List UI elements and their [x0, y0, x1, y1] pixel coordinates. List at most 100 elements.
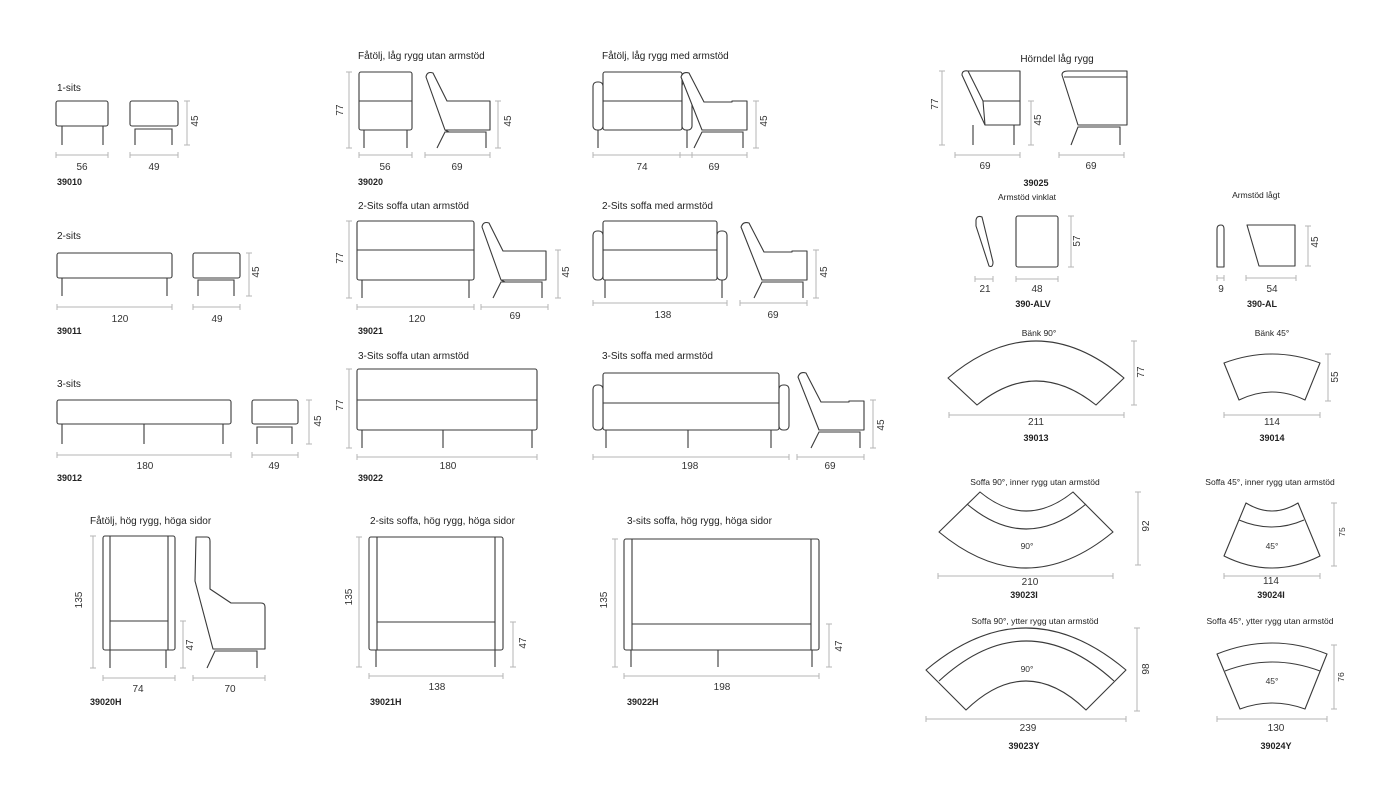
base-frame: [197, 279, 235, 296]
dim-width: 239: [1020, 723, 1037, 734]
dimension-line: [346, 220, 352, 299]
dimension-line: [102, 675, 176, 681]
dimension-line: [954, 152, 1021, 158]
product-code: 390-AL: [1247, 299, 1278, 309]
product-3-seat-sofa-with-arms: 3-Sits soffa med armstöd 45 198 69: [592, 351, 887, 472]
legs: [61, 424, 224, 444]
dim-front-width: 56: [379, 162, 391, 173]
dim-height: 135: [344, 588, 355, 605]
dim-front-width: 56: [76, 162, 88, 173]
angle-label: 90°: [1021, 664, 1034, 674]
dimension-line: [1028, 100, 1034, 146]
dimension-line: [192, 304, 241, 310]
product-code: 39024Y: [1260, 741, 1291, 751]
product-code: 39022: [358, 473, 383, 483]
dim-side-width: 49: [268, 461, 280, 472]
front-view: [623, 538, 820, 651]
dim-profile-width: 21: [979, 284, 991, 295]
front-view: [55, 100, 109, 127]
angle-label: 45°: [1266, 541, 1279, 551]
product-code: 39023Y: [1008, 741, 1039, 751]
dim-front-width: 180: [137, 461, 154, 472]
dim-front-width: 74: [132, 684, 144, 695]
product-39021: 2-Sits soffa utan armstöd 77 45 120 69 3…: [335, 201, 572, 336]
product-39023I: Soffa 90°, inner rygg utan armstöd 90° 9…: [938, 477, 1152, 600]
front-view: [56, 252, 173, 279]
product-390-AL: Armstöd lågt 45 9 54 390-AL: [1216, 190, 1321, 309]
dimension-line: [184, 100, 190, 146]
product-code: 39020: [358, 177, 383, 187]
dimension-line: [358, 152, 413, 158]
dim-height: 135: [74, 591, 85, 608]
angle-label: 90°: [1021, 541, 1034, 551]
product-title: Fåtölj, hög rygg, höga sidor: [90, 515, 212, 527]
product-39022H: 3-sits soffa, hög rygg, höga sidor 135 4…: [599, 516, 845, 707]
product-code: 39022H: [627, 697, 659, 707]
dimension-line: [870, 399, 876, 449]
armrest-left: [592, 81, 604, 131]
product-title: 2-Sits soffa med armstöd: [602, 201, 713, 212]
product-39020H: Fåtölj, hög rygg, höga sidor 135 47 74 7…: [74, 515, 266, 707]
product-title: 2-Sits soffa utan armstöd: [358, 201, 469, 212]
product-title: 3-Sits soffa utan armstöd: [358, 351, 469, 362]
dimension-line: [356, 536, 362, 668]
armrest-face: [1015, 215, 1059, 268]
back-line: [1224, 661, 1321, 672]
dim-seat-height: 45: [819, 266, 830, 278]
seat-sides-legs: [375, 537, 496, 667]
product-39014: Bänk 45° 55 114 39014: [1223, 328, 1341, 443]
armrest-profile: [1216, 224, 1225, 268]
dim-seat-height: 45: [876, 419, 887, 431]
angle-label: 45°: [1266, 676, 1279, 686]
dimension-line: [1305, 225, 1311, 267]
product-39013: Bänk 90° 77 211 39013: [947, 328, 1147, 443]
product-title: 3-sits: [57, 379, 81, 390]
front-view: [602, 372, 780, 431]
sofa-curve-plan: [1223, 502, 1321, 569]
dimension-line: [346, 368, 352, 449]
dim-side-width: 49: [148, 162, 160, 173]
product-39025: Hörndel låg rygg 77 45 69 69 39025: [930, 53, 1128, 188]
dim-front-width: 120: [409, 314, 426, 325]
product-39021H: 2-sits soffa, hög rygg, höga sidor 135 4…: [344, 516, 529, 707]
dimension-line: [356, 304, 475, 310]
base-frame: [134, 128, 173, 145]
dimension-line: [424, 152, 491, 158]
product-code: 39010: [57, 177, 82, 187]
base-frame: [256, 426, 293, 444]
side-details: [1064, 76, 1127, 146]
product-title: 1-sits: [57, 83, 81, 94]
dim-width: 210: [1022, 577, 1039, 588]
dimension-line: [813, 249, 819, 299]
product-code: 39011: [57, 326, 82, 336]
side-view: [425, 71, 491, 149]
side-view: [129, 100, 179, 127]
product-code: 39014: [1259, 433, 1284, 443]
product-code: 39020H: [90, 697, 122, 707]
dim-seat-height: 47: [834, 640, 845, 652]
dim-seat-height: 47: [185, 639, 196, 651]
dimension-line: [1223, 412, 1321, 418]
dimension-line: [623, 673, 820, 679]
armrest-face: [1246, 224, 1296, 267]
dim-side-width: 69: [824, 461, 836, 472]
dim-seat-height: 45: [190, 115, 201, 127]
dim-side-width: 49: [211, 314, 223, 325]
product-title: Fåtölj, låg rygg utan armstöd: [358, 50, 485, 62]
dim-front-width: 138: [429, 682, 446, 693]
dimension-line: [246, 252, 252, 297]
front-view: [102, 535, 176, 651]
dim-width: 114: [1263, 576, 1279, 587]
seat-and-legs: [597, 100, 688, 148]
dimension-line: [346, 71, 352, 149]
dim-profile-width: 9: [1218, 284, 1224, 295]
product-title: 3-sits soffa, hög rygg, höga sidor: [627, 516, 773, 527]
product-title: Soffa 90°, inner rygg utan armstöd: [970, 477, 1100, 487]
product-title: Fåtölj, låg rygg med armstöd: [602, 50, 729, 62]
dimension-line: [739, 300, 808, 306]
dimension-line: [753, 100, 759, 149]
product-39020: Fåtölj, låg rygg utan armstöd 77 45 56 6…: [335, 50, 514, 187]
dimension-line: [592, 454, 790, 460]
dimension-line: [306, 399, 312, 445]
